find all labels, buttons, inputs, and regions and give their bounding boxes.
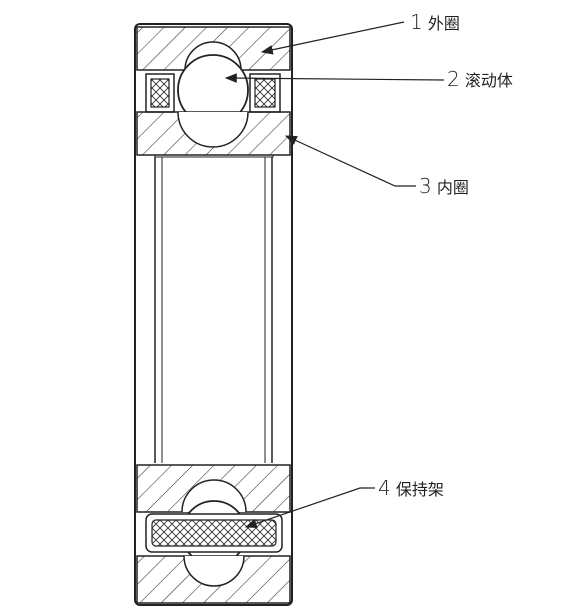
label-cage: 4 保持架 — [378, 476, 444, 500]
cage-bottom-hatch — [151, 519, 277, 547]
label-2-text: 滚动体 — [464, 71, 513, 90]
label-rolling-element: 2 滚动体 — [447, 67, 513, 91]
cage-top-right-hatch — [254, 78, 276, 108]
label-4-number: 4 — [378, 476, 391, 500]
label-inner-ring: 3 内圈 — [419, 174, 469, 198]
outer-ring-bottom-groove — [183, 555, 245, 587]
label-2-number: 2 — [447, 67, 460, 91]
inner-ring-top-groove — [177, 111, 249, 148]
label-4-text: 保持架 — [395, 480, 444, 499]
label-1-text: 外圈 — [427, 14, 460, 33]
leader-line-2 — [224, 73, 445, 83]
leader-line-1 — [260, 21, 405, 55]
inner-ring-top-edge — [154, 154, 274, 158]
outer-frame — [134, 23, 293, 606]
label-3-number: 3 — [419, 174, 432, 198]
leader-line-3 — [284, 135, 416, 187]
leader-line-4 — [244, 487, 375, 529]
cage-top-left-hatch — [150, 78, 170, 108]
label-3-text: 内圈 — [436, 178, 469, 197]
label-outer-ring: 1 外圈 — [410, 10, 460, 34]
label-1-number: 1 — [410, 10, 423, 34]
inner-ring-bottom-groove — [181, 479, 247, 513]
